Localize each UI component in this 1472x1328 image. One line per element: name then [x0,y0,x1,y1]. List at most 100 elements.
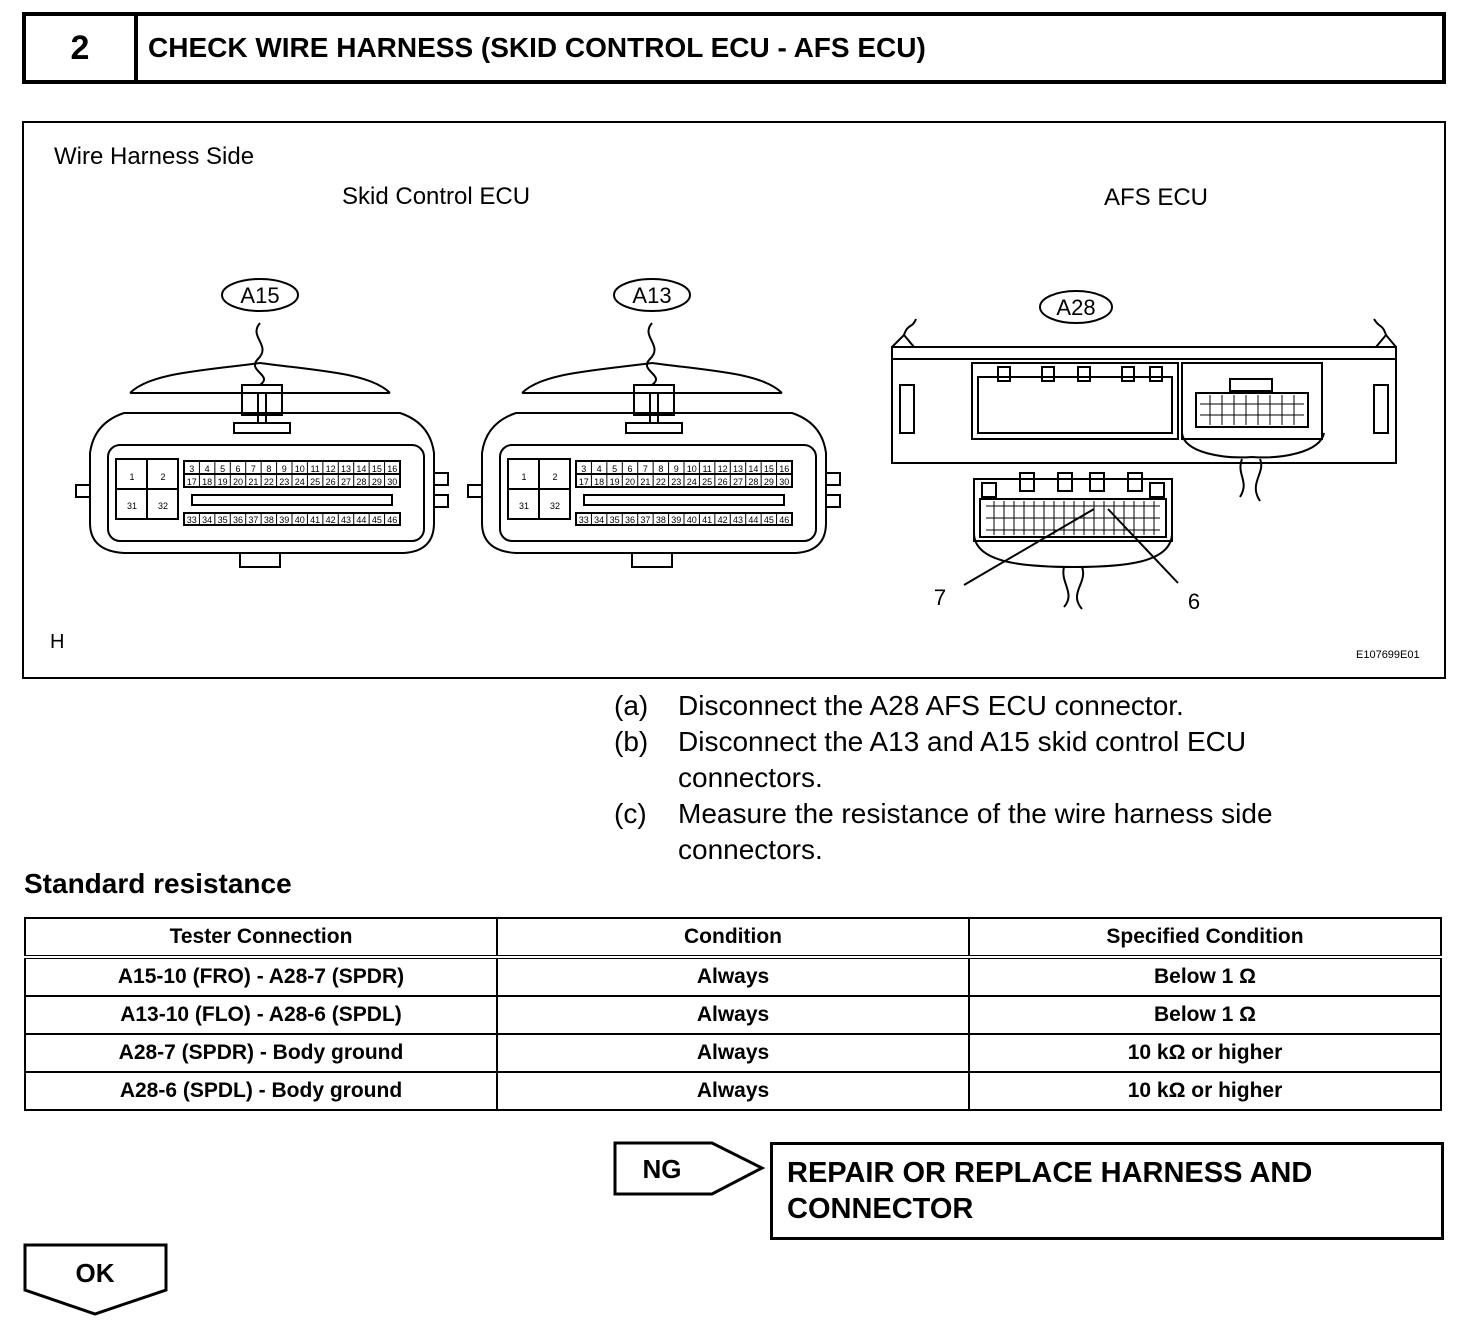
a13-pin-label: 18 [594,477,604,487]
pin-callout-7: 7 [934,585,946,610]
a15-pin-label: 18 [202,477,212,487]
a13-pin-label: 45 [764,515,774,525]
step-text-line: connectors. [678,834,823,865]
a13-pin-label: 26 [718,477,728,487]
a15-pin-label: 33 [187,515,197,525]
a13-pin-label: 38 [656,515,666,525]
ok-label: OK [76,1258,115,1288]
a13-pin-label: 44 [748,515,758,525]
a13-pin-label: 27 [733,477,743,487]
a13-pin-label: 1 [521,472,526,482]
cell-condition: Always [496,1071,970,1111]
a15-pin-label: 13 [341,464,351,474]
a13-pin-label: 9 [674,464,679,474]
a15-pin-label: 11 [310,464,319,474]
step-text: Disconnect the A28 AFS ECU connector. [678,688,1184,724]
a13-pin-label: 13 [733,464,743,474]
a15-pin-label: 4 [205,464,210,474]
step-text: Measure the resistance of the wire harne… [678,796,1273,868]
cell-condition: Always [496,1033,970,1073]
ng-action-box: REPAIR OR REPLACE HARNESS AND CONNECTOR [770,1142,1444,1240]
a15-pin-label: 35 [218,515,228,525]
step-text-line: Disconnect the A13 and A15 skid control … [678,726,1247,757]
a13-pin-label: 10 [687,464,697,474]
cell-condition: Always [496,956,970,997]
a15-pin-label: 12 [326,464,336,474]
a15-pin-label: 38 [264,515,274,525]
a13-pin-label: 16 [779,464,789,474]
a13-pin-label: 3 [581,464,586,474]
a15-pin-label: 6 [235,464,240,474]
a15-pin-label: 32 [158,501,168,511]
figure-code: E107699E01 [1356,649,1420,661]
a15-pin-label: 1 [129,472,134,482]
a15-pin-label: 45 [372,515,382,525]
a15-pin-label: 28 [356,477,366,487]
step-title: CHECK WIRE HARNESS (SKID CONTROL ECU - A… [148,32,926,63]
step-text-line: Measure the resistance of the wire harne… [678,798,1273,829]
a13-pin-label: 35 [610,515,620,525]
a15-pin-label: 26 [326,477,336,487]
a13-pin-label: 14 [748,464,758,474]
cell-condition: Always [496,995,970,1035]
a15-pin-label: 39 [279,515,289,525]
a15-pin-label: 15 [372,464,382,474]
ng-action-line-1: REPAIR OR REPLACE HARNESS AND [787,1157,1313,1189]
a13-pin-label: 4 [597,464,602,474]
a13-pin-label: 40 [687,515,697,525]
a13-pin-label: 41 [702,515,712,525]
a13-pin-label: 36 [625,515,635,525]
procedure-steps: (a) Disconnect the A28 AFS ECU connector.… [614,688,1414,868]
ng-arrow: NG [613,1141,766,1196]
a13-pin-label: 17 [579,477,589,487]
procedure-step: (b)Disconnect the A13 and A15 skid contr… [614,724,1414,796]
procedure-step: (a) Disconnect the A28 AFS ECU connector. [614,688,1414,724]
a13-pin-label: 39 [671,515,681,525]
afs-ecu-label: AFS ECU [1104,184,1209,211]
a13-pin-label: 33 [579,515,589,525]
cell-specified-condition: 10 kΩ or higher [968,1033,1442,1073]
cell-specified-condition: Below 1 Ω [968,956,1442,997]
a15-pin-label: 8 [266,464,271,474]
a13-pin-label: 2 [552,472,557,482]
a15-pin-label: 9 [282,464,287,474]
label-a28: A28 [1056,295,1095,320]
a15-pin-label: 27 [341,477,351,487]
a15-pin-label: 29 [372,477,382,487]
procedure-step: (c)Measure the resistance of the wire ha… [614,796,1414,868]
a15-pin-label: 44 [356,515,366,525]
a15-pin-label: 7 [251,464,256,474]
a13-pin-label: 46 [779,515,789,525]
a15-pin-label: 46 [387,515,397,525]
a15-pin-label: 23 [279,477,289,487]
a13-pin-label: 20 [625,477,635,487]
a13-pin-label: 15 [764,464,774,474]
a13-pin-label: 29 [764,477,774,487]
a15-pin-label: 2 [160,472,165,482]
cell-tester-connection: A15-10 (FRO) - A28-7 (SPDR) [24,956,498,997]
a13-pin-label: 31 [519,501,529,511]
a15-pin-label: 41 [310,515,320,525]
ok-arrow: OK [23,1243,168,1316]
cell-tester-connection: A28-7 (SPDR) - Body ground [24,1033,498,1073]
a15-pin-label: 43 [341,515,351,525]
a13-pin-label: 24 [687,477,697,487]
a13-pin-label: 42 [718,515,728,525]
step-text: Disconnect the A13 and A15 skid control … [678,724,1246,796]
ng-label: NG [643,1154,682,1184]
a15-pin-label: 21 [248,477,258,487]
header-condition: Condition [496,917,970,959]
a13-pin-label: 8 [658,464,663,474]
table-header-row: Tester Connection Condition Specified Co… [24,917,1442,959]
a15-pin-label: 42 [326,515,336,525]
a13-pin-label: 43 [733,515,743,525]
step-label: (a) [614,690,649,721]
connector-figure: Wire Harness Side Skid Control ECU AFS E… [22,121,1446,679]
a13-pin-label: 34 [594,515,604,525]
a13-pin-label: 37 [640,515,650,525]
ng-action-line-2: CONNECTOR [787,1193,974,1225]
step-number: 2 [26,16,138,80]
